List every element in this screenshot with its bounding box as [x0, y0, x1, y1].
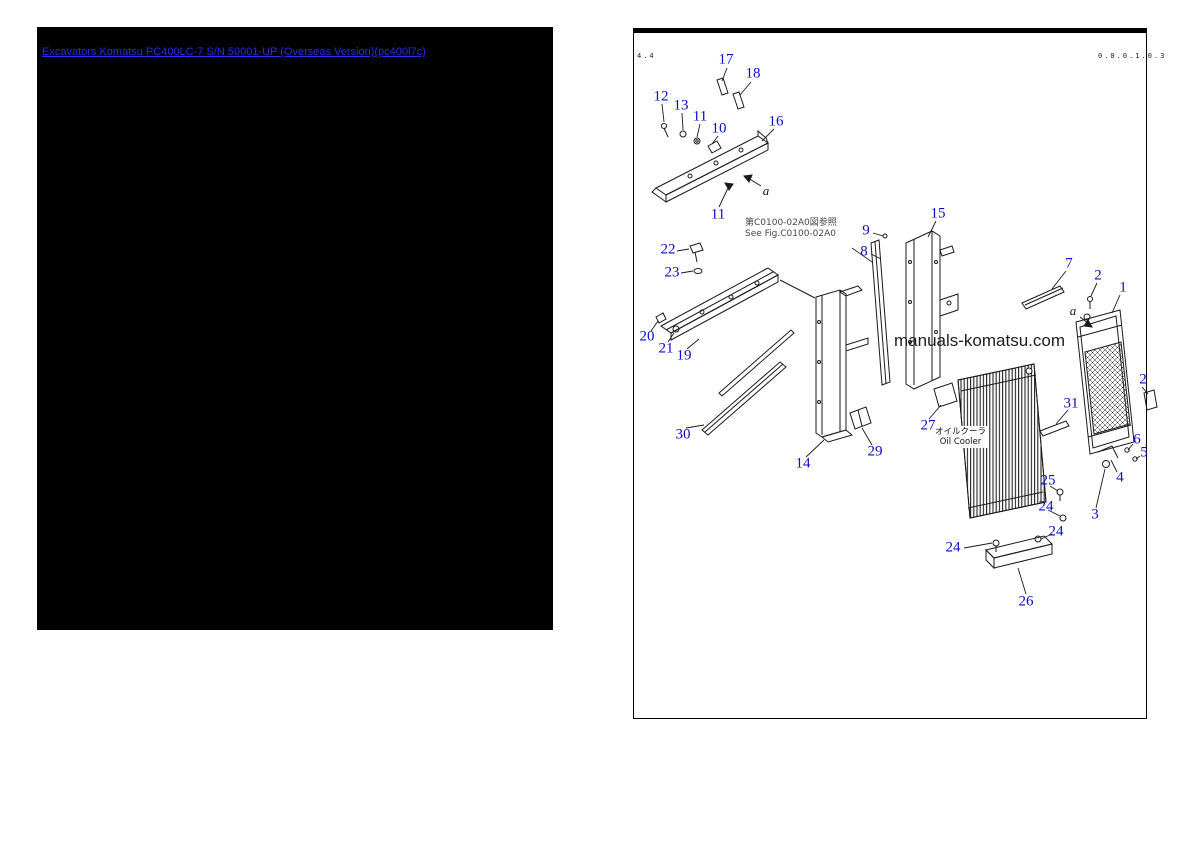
- cover-image-panel: Excavators Komatsu PC400LC-7 S/N 50001-U…: [37, 27, 553, 630]
- oil-cooler-label-jp: オイルクーラ: [935, 427, 987, 437]
- oil-cooler-label: オイルクーラ Oil Cooler: [932, 426, 990, 448]
- oil-cooler-label-en: Oil Cooler: [939, 437, 982, 447]
- figure-reference-jp: 第C0100-02A0図参照: [745, 218, 837, 228]
- sheet-code-left: 4.4: [637, 52, 656, 60]
- sheet-code-right: 0.0.0.1.0.3: [1098, 52, 1167, 60]
- watermark-text: manuals-komatsu.com: [894, 331, 1066, 350]
- parts-diagram-sheet: [633, 28, 1147, 719]
- figure-reference: 第C0100-02A0図参照 See Fig.C0100-02A0: [745, 218, 837, 240]
- figure-reference-en: See Fig.C0100-02A0: [745, 229, 837, 239]
- manual-title-link[interactable]: Excavators Komatsu PC400LC-7 S/N 50001-U…: [42, 46, 426, 58]
